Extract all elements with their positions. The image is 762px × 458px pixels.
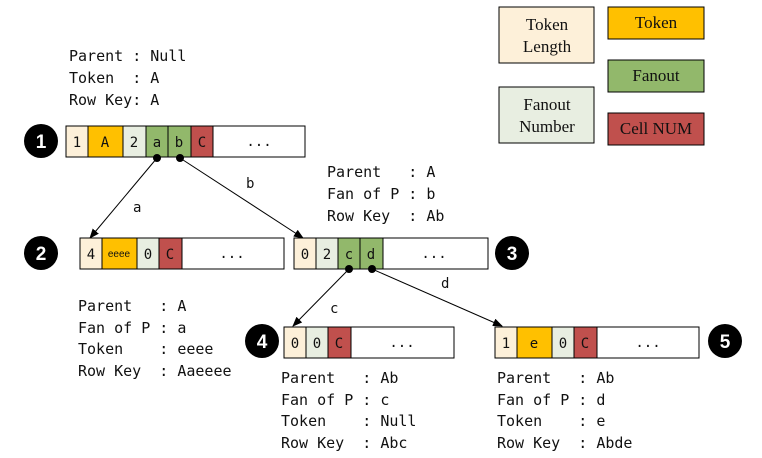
node-3-ellipsis: ...	[421, 246, 446, 262]
edge-c-label: c	[330, 301, 338, 317]
legend-fanout: Fanout	[607, 59, 705, 93]
node-4: 4 0 0 C ... Parent : Ab Fan of P : c Tok…	[245, 324, 455, 452]
edge-c-line	[292, 268, 350, 327]
node-3-info: Parent : A Fan of P : b Row Key : Ab	[327, 163, 444, 225]
node-1-pointer-a	[153, 154, 161, 162]
node-2-fanout-number: 0	[144, 247, 152, 263]
node-5-marker: 5	[708, 324, 742, 358]
node-1-fanout-b: b	[175, 135, 183, 151]
node-1-token-length: 1	[73, 135, 81, 151]
node-2-number: 2	[36, 244, 47, 265]
node-2-cells: 4 eeee 0 C ...	[79, 237, 245, 270]
node-4-marker: 4	[245, 324, 279, 358]
node-1-info-line: Row Key: A	[69, 91, 159, 109]
node-3: 0 2 c d ... 3	[293, 236, 529, 273]
node-3-info-line: Row Key : Ab	[327, 207, 444, 225]
node-2-cell-num: C	[166, 247, 174, 263]
node-1-ellipsis: ...	[246, 134, 271, 150]
node-4-cell-num: C	[335, 336, 343, 352]
edge-a-label: a	[133, 200, 141, 216]
node-5-fanout-number: 0	[559, 336, 567, 352]
node-4-info-line: Token : Null	[281, 412, 416, 430]
node-3-token-length: 0	[301, 247, 309, 263]
node-5-cell-num: C	[581, 336, 589, 352]
node-3-marker: 3	[495, 236, 529, 270]
node-1-fanout-number: 2	[130, 135, 138, 151]
node-5-ellipsis: ...	[635, 335, 660, 351]
legend-token-length-line2: Length	[523, 37, 572, 56]
node-3-info-line: Fan of P : b	[327, 185, 435, 203]
node-3-number: 3	[507, 244, 518, 265]
node-4-info-line: Fan of P : c	[281, 391, 389, 409]
edge-d-line	[371, 268, 503, 327]
node-4-info: Parent : Ab Fan of P : c Token : Null Ro…	[281, 369, 416, 452]
node-1-info-line: Parent : Null	[69, 47, 186, 65]
node-4-fanout-number: 0	[313, 336, 321, 352]
node-3-fanout-number: 2	[323, 247, 331, 263]
node-4-ellipsis: ...	[389, 335, 414, 351]
node-2-info-line: Row Key : Aaeeee	[78, 362, 232, 380]
node-2-info-line: Parent : A	[78, 297, 186, 315]
node-5-info-line: Fan of P : d	[497, 391, 605, 409]
legend-token-label: Token	[635, 13, 678, 32]
node-3-info-line: Parent : A	[327, 163, 435, 181]
edge-b-line	[179, 157, 304, 239]
legend-cell-num-label: Cell NUM	[620, 119, 692, 138]
node-1-marker: 1	[24, 124, 58, 158]
node-3-cells: 0 2 c d ...	[293, 237, 447, 270]
node-4-token-length: 0	[291, 336, 299, 352]
legend-token: Token	[607, 6, 705, 40]
node-2-info-line: Fan of P : a	[78, 319, 186, 337]
legend-fanout-number-line1: Fanout	[523, 95, 571, 114]
node-1-fanout-a: a	[153, 135, 161, 151]
node-1-token: A	[101, 135, 110, 151]
node-1-pointer-b	[176, 154, 184, 162]
edge-a-line	[89, 157, 158, 239]
node-1-cells: 1 A 2 a b C ...	[65, 125, 272, 158]
legend-token-length-line1: Token	[526, 15, 569, 34]
node-5-token: e	[530, 336, 538, 352]
legend-fanout-label: Fanout	[632, 66, 680, 85]
node-3-pointer-d	[368, 265, 376, 273]
node-5-number: 5	[720, 332, 731, 353]
node-5-info: Parent : Ab Fan of P : d Token : e Row K…	[497, 369, 632, 452]
node-3-fanout-c: c	[345, 247, 353, 263]
node-4-cells: 0 0 C ...	[283, 326, 415, 359]
node-4-number: 4	[257, 332, 268, 353]
edge-d-label: d	[441, 276, 449, 292]
node-4-info-line: Parent : Ab	[281, 369, 398, 387]
node-2: 2 4 eeee 0 C ... Parent : A Fan of P : a…	[24, 236, 285, 380]
legend-fanout-number-line2: Number	[519, 117, 575, 136]
node-1-cell-num: C	[198, 135, 206, 151]
node-5-cells: 1 e 0 C ...	[494, 326, 661, 359]
node-2-info: Parent : A Fan of P : a Token : eeee Row…	[78, 297, 232, 380]
node-5: 1 e 0 C ... 5 Parent : Ab Fan of P : d T…	[494, 324, 742, 452]
legend-token-length: Token Length	[498, 6, 595, 64]
node-5-token-length: 1	[502, 336, 510, 352]
node-2-ellipsis: ...	[219, 246, 244, 262]
edges: a b c d	[89, 157, 503, 327]
node-2-token: eeee	[108, 249, 131, 260]
node-3-pointer-c	[345, 265, 353, 273]
node-3-fanout-d: d	[367, 247, 375, 263]
node-1-info-line: Token : A	[69, 69, 159, 87]
node-2-token-length: 4	[87, 247, 95, 263]
legend-cell-num: Cell NUM	[607, 112, 705, 146]
legend: Token Length Token Fanout Fanout Number …	[498, 6, 705, 146]
legend-fanout-number: Fanout Number	[498, 86, 595, 144]
node-1-info: Parent : Null Token : A Row Key: A	[69, 47, 186, 109]
node-2-marker: 2	[24, 236, 58, 270]
node-5-info-line: Row Key : Abde	[497, 434, 632, 452]
node-1: Parent : Null Token : A Row Key: A 1 1 A…	[24, 47, 306, 162]
edge-b-label: b	[246, 176, 254, 192]
node-5-info-line: Parent : Ab	[497, 369, 614, 387]
node-1-number: 1	[36, 132, 47, 153]
node-4-info-line: Row Key : Abc	[281, 434, 407, 452]
node-5-info-line: Token : e	[497, 412, 605, 430]
node-2-info-line: Token : eeee	[78, 340, 213, 358]
